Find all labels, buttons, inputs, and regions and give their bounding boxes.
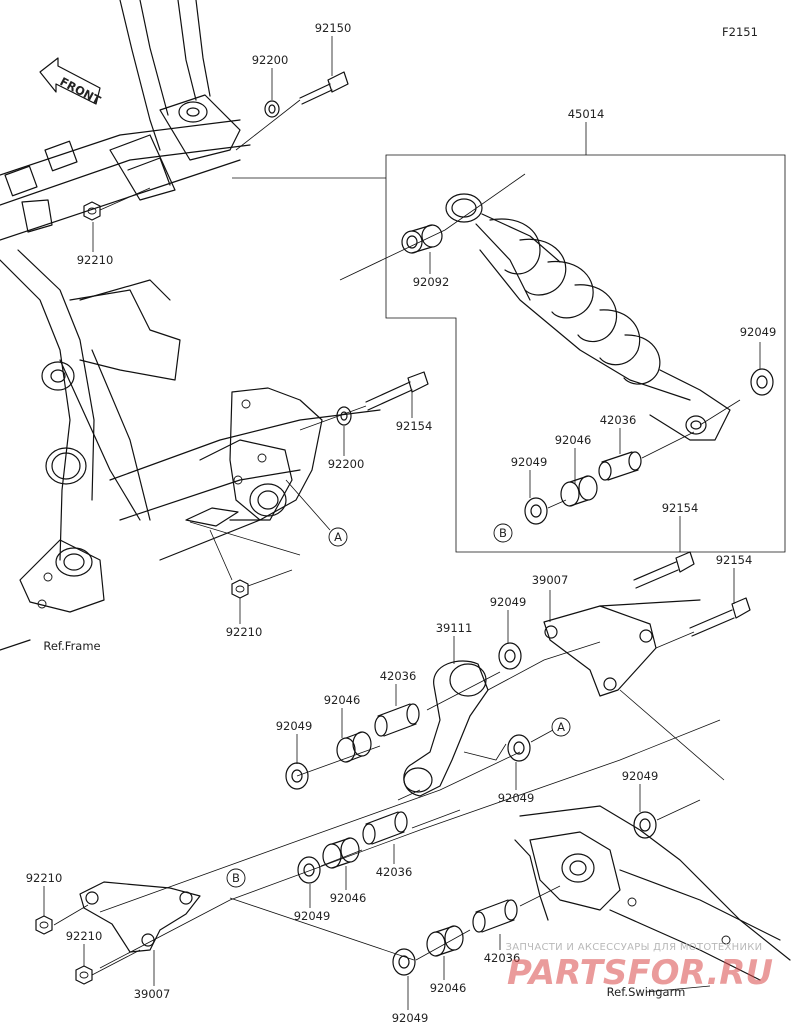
sleeve-42036-mid-icon [362,811,408,845]
shock-absorber-45014-drawing [232,154,786,553]
label-45014: 45014 [568,107,605,121]
washer-92049-right-icon [633,811,657,839]
bearing-92046-bottom-icon [426,925,464,957]
bolt-92154-r2-icon [689,597,751,637]
label-92046-left: 92046 [324,693,361,707]
label-92049-right: 92049 [622,769,659,783]
callout-b-top: B [493,523,513,543]
label-92049-center: 92049 [498,791,535,805]
washer-92049-center-icon [507,729,554,762]
label-ref-swingarm: Ref.Swingarm [607,985,686,999]
rocker-arm-39111-drawing [403,660,489,797]
label-92210-mid: 92210 [226,625,263,639]
label-42036-shock: 42036 [600,413,637,427]
label-92049-left: 92049 [276,719,313,733]
bracket-leader [189,521,301,581]
callout-b-bottom-label: B [232,871,240,885]
tie-rod-39007-top-drawing [543,599,701,697]
label-92154-r2: 92154 [716,553,753,567]
label-92210-bl1: 92210 [26,871,63,885]
bolt-92154-mid-icon [299,371,429,431]
label-42036-mid: 42036 [376,865,413,879]
bearing-92046-mid-icon [322,837,360,869]
callout-a-top-label: A [334,530,342,544]
figure-code: F2151 [722,25,758,39]
label-39007-top: 39007 [532,573,569,587]
bearing-92046-shock-icon [560,475,598,507]
washer-92049-shock-right-icon [750,368,774,396]
label-92046-shock: 92046 [555,433,592,447]
label-ref-frame: Ref.Frame [43,639,100,653]
sleeve-42036-bottom-icon [472,899,518,933]
washer-92049-mid-icon [297,856,321,884]
label-92154-mid: 92154 [396,419,433,433]
label-42036-left: 42036 [380,669,417,683]
frame-drawing [0,0,381,651]
bushing-92092-icon [401,224,443,254]
swingarm-drawing [514,805,791,981]
label-92049-shock-right: 92049 [740,325,777,339]
washer-92049-shock-left-icon [524,497,567,525]
assembly-leaders [53,631,725,993]
label-39007-bottom: 39007 [134,987,171,1001]
label-92200-mid: 92200 [328,457,365,471]
callout-b-top-label: B [499,526,507,540]
nut-92210-top-icon [83,187,151,221]
watermark-line1: ЗАПЧАСТИ И АКСЕССУАРЫ ДЛЯ МОТОТЕХНИКИ [506,942,763,953]
label-92092: 92092 [413,275,450,289]
label-92154-r1: 92154 [662,501,699,515]
callout-a-bottom-label: A [557,720,565,734]
watermark-line2: PARTSFOR.RU [507,953,773,993]
label-92049-bottom: 92049 [392,1011,429,1025]
washer-92049-bottom-icon [392,948,416,976]
washer-92049-link-top-icon [498,642,522,670]
label-92210-top: 92210 [77,253,114,267]
label-39111: 39111 [436,621,473,635]
front-label: FRONT [58,74,104,107]
sleeve-42036-shock-icon [598,431,695,481]
label-92210-bl2: 92210 [66,929,103,943]
callout-a-bottom: A [551,717,571,737]
label-92046-bottom: 92046 [430,981,467,995]
label-92046-mid: 92046 [330,891,367,905]
washer-92200-top-icon [264,100,280,118]
bolt-92150-icon [235,71,349,151]
label-92049-link-top: 92049 [490,595,527,609]
washer-92200-mid-icon [336,406,352,426]
callout-a-top: A [328,527,348,547]
sleeve-42036-left-icon [374,703,420,737]
label-leaders [43,36,761,1010]
bearing-92046-left-icon [336,731,372,763]
label-42036-bottom: 42036 [484,951,521,965]
label-92150: 92150 [315,21,352,35]
callout-a-leader-top [285,479,331,531]
bolt-92154-r1-icon [633,551,695,589]
callout-b-bottom: B [226,868,246,888]
nut-92210-mid-icon [231,569,293,599]
label-92200-top: 92200 [252,53,289,67]
nut-92210-bl1-icon [35,915,53,935]
shock-bracket-drawing [185,387,323,527]
nut-92210-bl2-icon [75,965,93,985]
label-92049-mid: 92049 [294,909,331,923]
front-arrow-icon: FRONT [39,57,104,107]
label-92049-shock-left: 92049 [511,455,548,469]
